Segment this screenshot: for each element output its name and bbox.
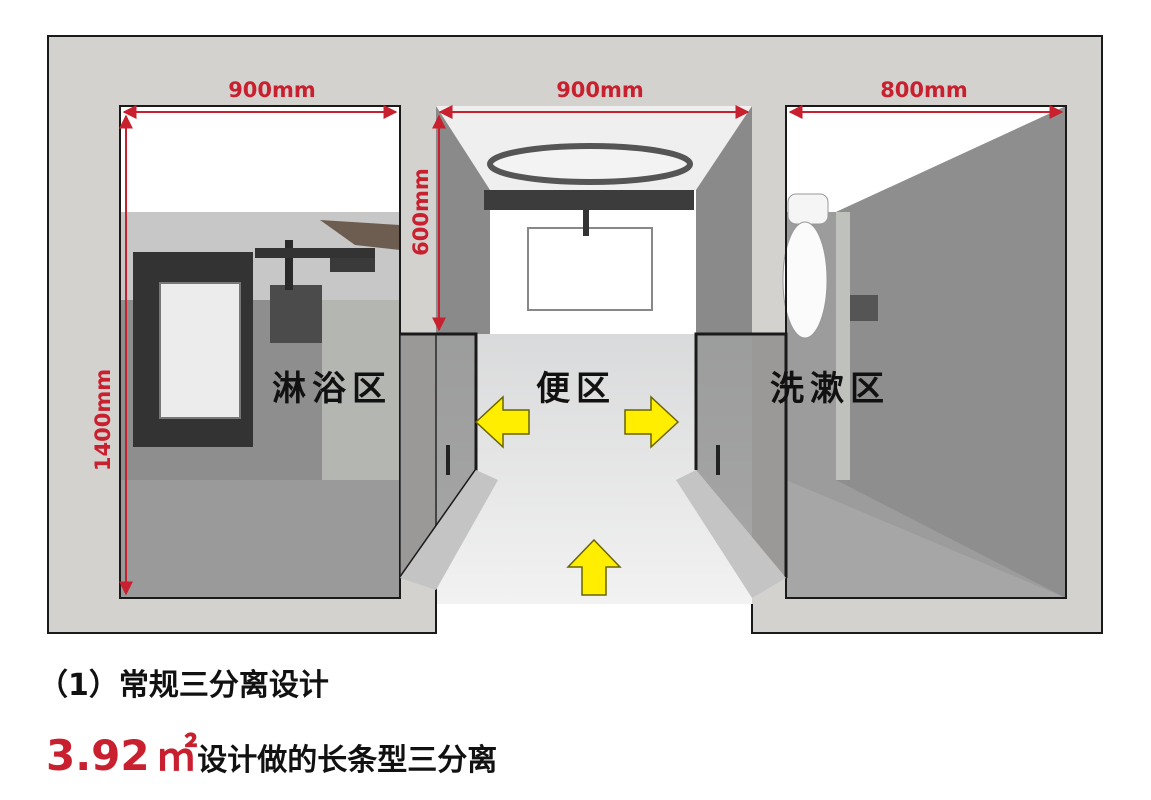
svg-text:800mm: 800mm (880, 78, 968, 102)
wash-room (782, 105, 1067, 599)
dim-toilet-depth: 600mm (409, 114, 446, 332)
svg-text:900mm: 900mm (228, 78, 316, 102)
design-caption: （1）常规三分离设计 (38, 668, 329, 703)
wash-glass-door[interactable] (676, 332, 788, 598)
zone-label-toilet: 便区 (536, 369, 616, 409)
arrow-right-icon (624, 395, 680, 449)
arrow-left-icon (474, 395, 530, 449)
shower-fixture (255, 240, 375, 343)
area-unit: ㎡ (155, 731, 198, 780)
area-description: 设计做的长条型三分离 (197, 743, 498, 778)
dim-toilet-width: 900mm (438, 78, 750, 119)
zone-label-wash: 洗漱区 (770, 369, 890, 409)
svg-text:900mm: 900mm (556, 78, 644, 102)
shower-glass-door[interactable] (398, 332, 498, 590)
toilet-bowl (782, 193, 829, 339)
bathroom-floor-plan: 900mm 900mm 800mm 600mm 1400mm 淋浴区 便区 洗漱… (47, 35, 1103, 636)
shower-room (119, 105, 401, 599)
dim-shower-width: 900mm (122, 78, 398, 119)
entrance-opening (436, 604, 752, 636)
dim-overall-depth: 1400mm (91, 114, 133, 596)
area-summary: 3.92 ㎡设计做的长条型三分离 (46, 722, 497, 783)
ceiling-light (487, 143, 693, 185)
svg-text:600mm: 600mm (409, 168, 433, 256)
zone-label-shower: 淋浴区 (272, 369, 392, 409)
dim-wash-width: 800mm (788, 78, 1064, 119)
window (133, 252, 253, 447)
svg-text:1400mm: 1400mm (91, 369, 115, 471)
area-value: 3.92 (46, 731, 150, 780)
arrow-up-icon (566, 538, 622, 596)
paper-holder (850, 295, 878, 321)
toilet-room (435, 106, 752, 604)
